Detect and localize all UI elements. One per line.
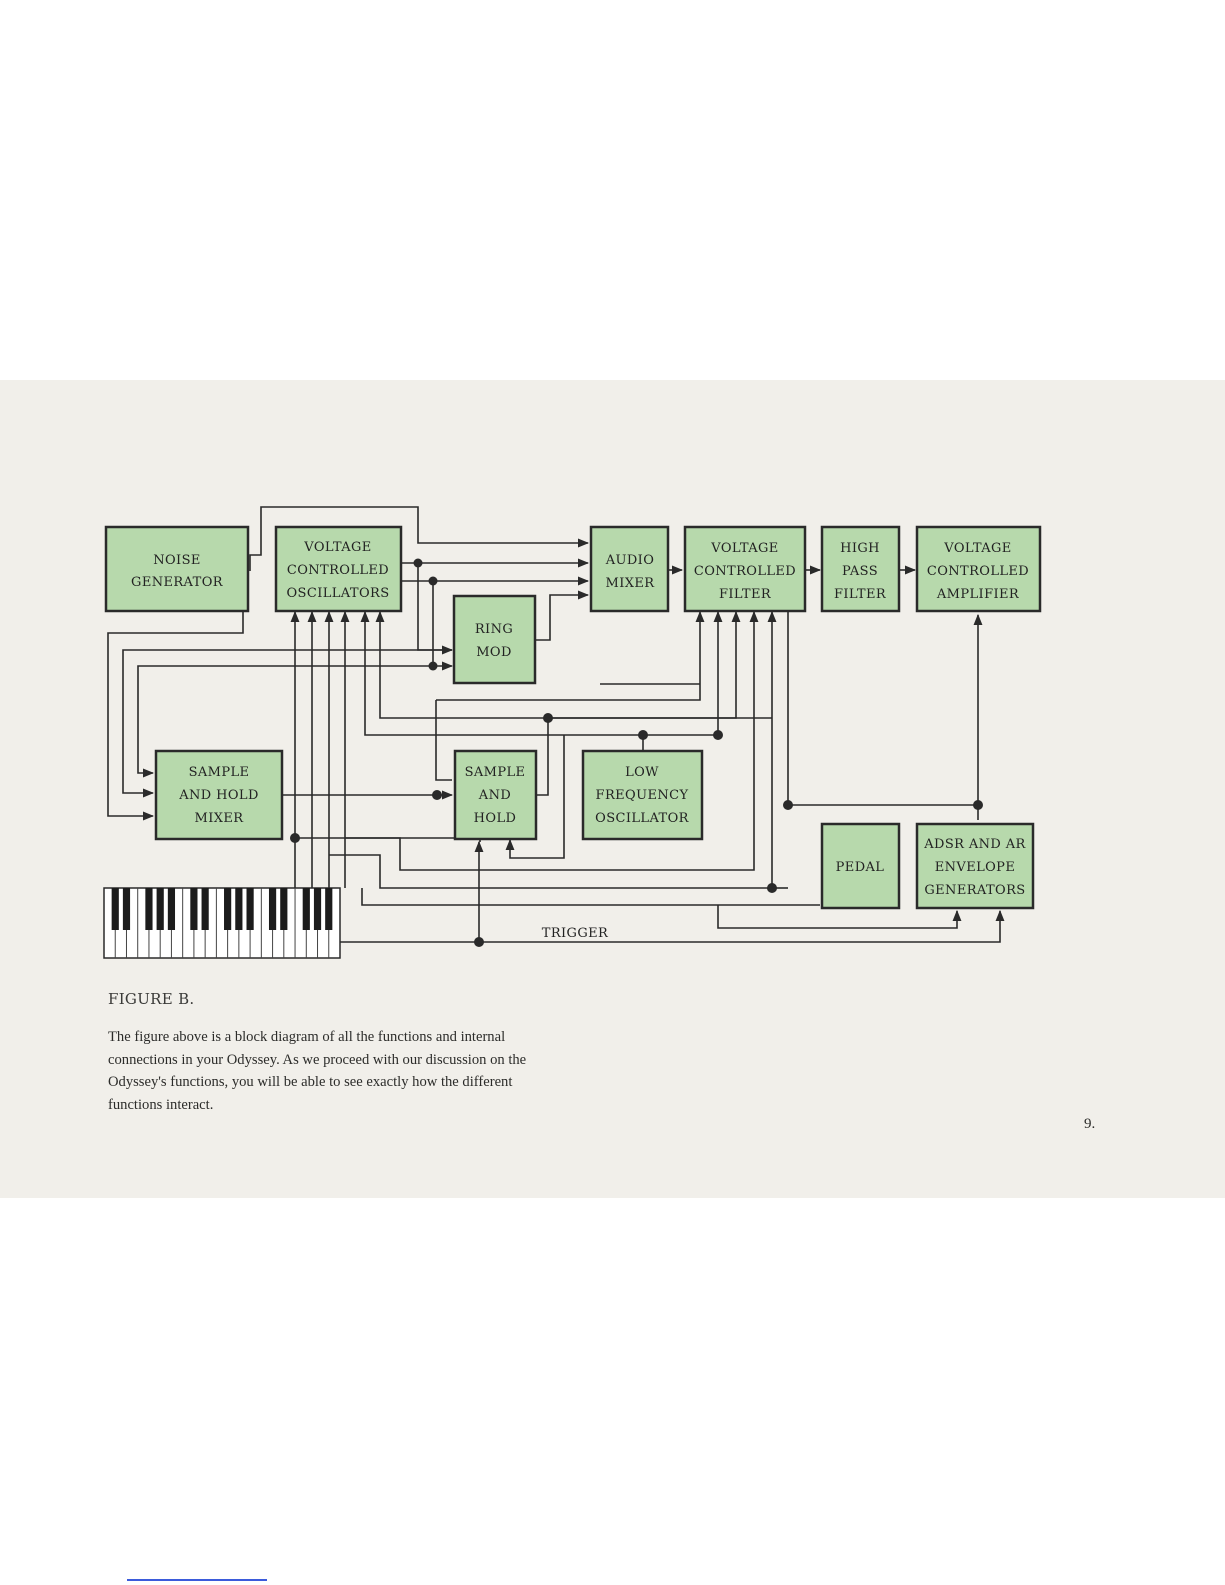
- vco-label-2: CONTROLLED: [287, 563, 389, 578]
- wire-vco2-tap: [432, 581, 454, 671]
- sample-hold-label-1: SAMPLE: [465, 765, 526, 780]
- sample-hold-block: SAMPLE AND HOLD: [453, 749, 538, 841]
- vco-label-1: VOLTAGE: [303, 540, 371, 555]
- vcf-label-2: CONTROLLED: [694, 564, 796, 579]
- black-key: [111, 888, 119, 930]
- adsr-label-1: ADSR AND AR: [923, 837, 1026, 852]
- black-key: [224, 888, 232, 930]
- figure-description: The figure above is a block diagram of a…: [108, 1029, 527, 1113]
- black-key: [156, 888, 164, 930]
- lfo-label-1: LOW: [625, 765, 659, 780]
- vcf-block: VOLTAGE CONTROLLED FILTER: [683, 525, 807, 613]
- black-key: [313, 888, 322, 930]
- wire-vco-to-shmix-b: [137, 665, 433, 778]
- black-key: [246, 888, 254, 930]
- keyboard-black-keys: [111, 888, 333, 930]
- hpf-label-1: HIGH: [840, 541, 880, 556]
- footer-link-underline[interactable]: [127, 1579, 267, 1581]
- black-key: [145, 888, 153, 930]
- wire-lfo-to-sh-mod: [436, 610, 705, 701]
- sample-hold-mixer-label-2: AND HOLD: [178, 788, 259, 803]
- wire-trigger: [340, 909, 1005, 943]
- noise-generator-label-1: NOISE: [153, 553, 201, 568]
- pedal-block: PEDAL: [820, 822, 901, 910]
- vca-block: VOLTAGE CONTROLLED AMPLIFIER: [915, 525, 1042, 613]
- ring-mod-label-2: MOD: [476, 645, 512, 660]
- wire-sh-out: [536, 718, 549, 796]
- wire-vco1-tap: [417, 563, 454, 655]
- connection-wires: [107, 506, 1005, 947]
- adsr-label-2: ENVELOPE: [935, 860, 1015, 875]
- vca-label-3: AMPLIFIER: [936, 587, 1020, 602]
- black-key: [268, 888, 277, 930]
- adsr-block: ADSR AND AR ENVELOPE GENERATORS: [915, 822, 1035, 910]
- wire-pedal-to-vcf: [361, 888, 820, 906]
- audio-mixer-label-1: AUDIO: [605, 553, 655, 568]
- keyboard-illustration: [103, 887, 341, 959]
- black-key: [122, 888, 131, 930]
- wire-lfo-to-sh-mod2: [435, 700, 452, 781]
- vca-label-1: VOLTAGE: [943, 541, 1011, 556]
- sample-hold-mixer-label-1: SAMPLE: [189, 765, 250, 780]
- wire-noise-to-shmix: [107, 571, 244, 821]
- black-key: [201, 888, 209, 930]
- vcf-label-3: FILTER: [719, 587, 772, 602]
- wire-pedal-bus: [787, 612, 978, 806]
- sample-hold-label-3: HOLD: [474, 811, 517, 826]
- sample-hold-label-2: AND: [478, 788, 511, 803]
- lfo-block: LOW FREQUENCY OSCILLATOR: [581, 749, 704, 841]
- black-key: [167, 888, 176, 930]
- vca-label-2: CONTROLLED: [927, 564, 1029, 579]
- wire-env-to-vcf: [345, 610, 759, 871]
- black-key: [325, 888, 333, 930]
- vco-block: VOLTAGE CONTROLLED OSCILLATORS: [274, 525, 403, 613]
- black-key: [235, 888, 243, 930]
- ring-mod-label-1: RING: [475, 622, 513, 637]
- figure-caption: FIGURE B. The figure above is a block di…: [108, 990, 568, 1116]
- audio-mixer-block: AUDIO MIXER: [589, 525, 670, 613]
- adsr-label-3: GENERATORS: [924, 883, 1025, 898]
- wire-lfo-to-vco: [360, 610, 718, 736]
- function-blocks: NOISE GENERATOR VOLTAGE CONTROLLED OSCIL…: [104, 525, 1042, 910]
- pedal-label: PEDAL: [836, 860, 885, 875]
- audio-mixer-label-2: MIXER: [606, 576, 656, 591]
- hpf-label-2: PASS: [842, 564, 878, 579]
- noise-generator-block: NOISE GENERATOR: [104, 525, 250, 613]
- hpf-block: HIGH PASS FILTER: [820, 525, 901, 613]
- black-key: [190, 888, 198, 930]
- black-key: [302, 888, 310, 930]
- wire-ring-to-mixer: [535, 590, 590, 641]
- trigger-label: TRIGGER: [542, 926, 609, 941]
- vco-label-3: OSCILLATORS: [286, 586, 389, 601]
- hpf-label-3: FILTER: [834, 587, 887, 602]
- figure-label: FIGURE B.: [108, 990, 195, 1008]
- sample-hold-mixer-label-3: MIXER: [195, 811, 245, 826]
- block-diagram: NOISE GENERATOR VOLTAGE CONTROLLED OSCIL…: [103, 506, 1042, 959]
- sample-hold-mixer-block: SAMPLE AND HOLD MIXER: [154, 749, 284, 841]
- wire-noise-to-mixer: [249, 506, 590, 571]
- ring-mod-block: RING MOD: [452, 594, 537, 685]
- black-key: [280, 888, 288, 930]
- wire-mod-to-vco: [375, 610, 772, 719]
- page-number: 9.: [1084, 1116, 1096, 1132]
- noise-generator-label-2: GENERATOR: [131, 575, 224, 590]
- lfo-label-3: OSCILLATOR: [595, 811, 690, 826]
- wire-env-to-vcf-2: [329, 610, 777, 889]
- wire-mod-to-sh: [505, 735, 565, 859]
- wire-to-adsr: [717, 905, 962, 929]
- wire-sh-to-vcf: [548, 610, 741, 719]
- lfo-label-2: FREQUENCY: [596, 788, 689, 803]
- wire-vco-to-shmix-a: [122, 649, 452, 798]
- vcf-label-1: VOLTAGE: [710, 541, 778, 556]
